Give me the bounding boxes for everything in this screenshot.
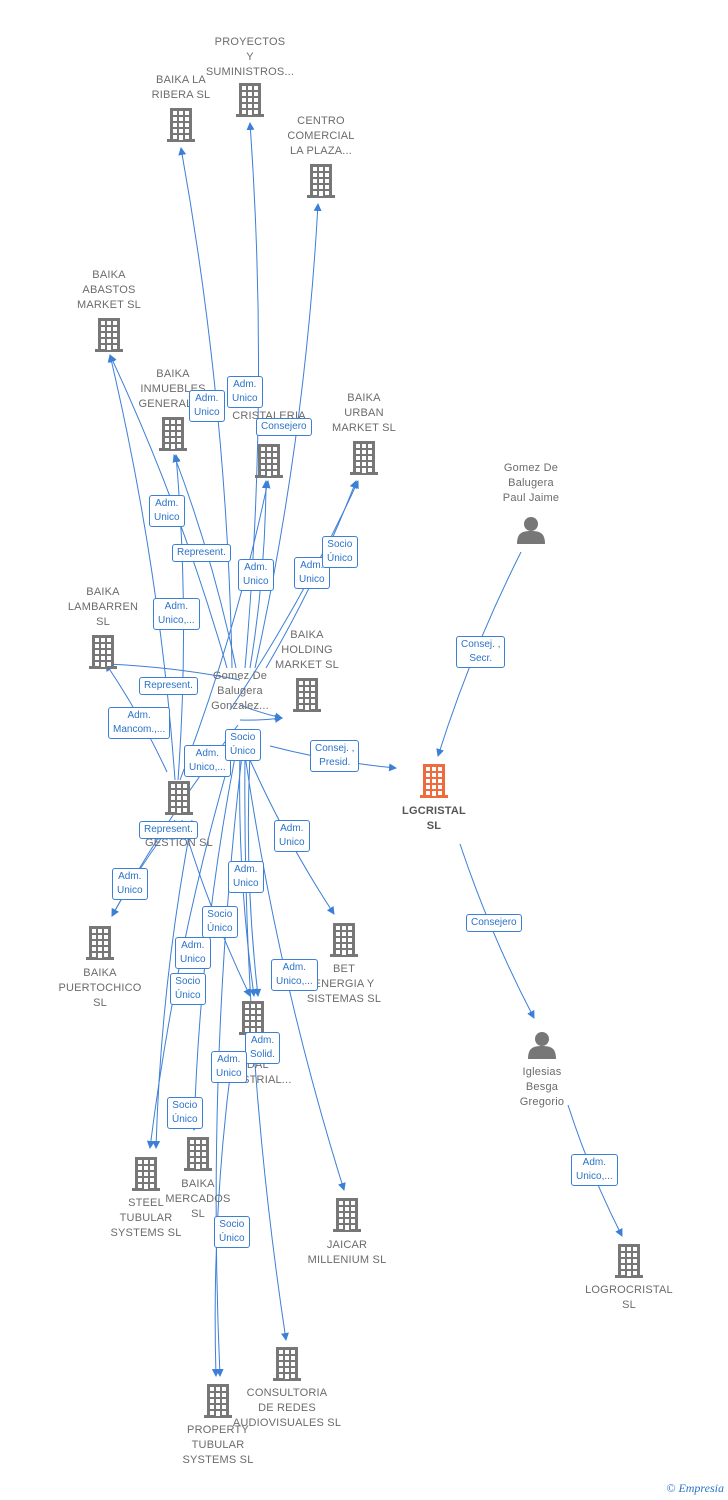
building-icon[interactable] xyxy=(204,1384,232,1423)
edge-label[interactable]: Adm. Unico,... xyxy=(271,959,318,991)
edge-label[interactable]: Adm. Unico xyxy=(274,820,310,852)
building-icon[interactable] xyxy=(239,1001,267,1040)
edge-label[interactable]: Socio Único xyxy=(214,1216,250,1248)
node-label-gestion[interactable]: GESTION SL xyxy=(144,837,214,849)
edge-label[interactable]: Adm. Solid. xyxy=(245,1032,281,1064)
edge-label[interactable]: Socio Único xyxy=(170,973,206,1005)
node-label-proyectos[interactable]: PROYECTOS Y SUMINISTROS... xyxy=(205,36,295,78)
person-icon[interactable] xyxy=(517,516,545,549)
node-label-baika-lambarren[interactable]: BAIKA LAMBARREN SL xyxy=(67,586,139,628)
edge-label[interactable]: Represent. xyxy=(172,544,231,562)
edge-label[interactable]: Represent. xyxy=(139,821,198,839)
building-icon[interactable] xyxy=(95,318,123,357)
edge-label[interactable]: Adm. Unico xyxy=(227,376,263,408)
relationship-edge xyxy=(254,203,322,669)
building-icon[interactable] xyxy=(86,926,114,965)
edge-label[interactable]: Adm. Unico xyxy=(228,861,264,893)
building-icon[interactable] xyxy=(307,164,335,203)
edge-label[interactable]: Adm. Unico xyxy=(149,495,185,527)
relationship-edge xyxy=(105,660,241,681)
edge-label[interactable]: Adm. Unico xyxy=(294,557,330,589)
edge-label[interactable]: Socio Único xyxy=(225,729,261,761)
edge-label[interactable]: Socio Único xyxy=(202,906,238,938)
building-icon[interactable] xyxy=(273,1347,301,1386)
node-label-baika-ribera[interactable]: BAIKA LA RIBERA SL xyxy=(151,74,211,101)
relationship-edge xyxy=(459,843,535,1019)
building-icon[interactable] xyxy=(236,83,264,122)
person-icon[interactable] xyxy=(528,1031,556,1064)
building-icon[interactable] xyxy=(293,678,321,717)
edge-label[interactable]: Adm. Unico xyxy=(112,868,148,900)
edge-label[interactable]: Represent. xyxy=(139,677,198,695)
building-icon[interactable] xyxy=(615,1244,643,1283)
edge-label[interactable]: Adm. Unico xyxy=(189,390,225,422)
building-icon[interactable] xyxy=(159,417,187,456)
building-icon[interactable] xyxy=(420,764,448,803)
relationship-edge xyxy=(239,714,283,723)
edge-label[interactable]: Adm. Unico,... xyxy=(153,598,200,630)
building-icon[interactable] xyxy=(132,1157,160,1196)
node-label-centro-comercial[interactable]: CENTRO COMERCIAL LA PLAZA... xyxy=(287,115,355,157)
building-icon[interactable] xyxy=(350,441,378,480)
node-label-baika-holding[interactable]: BAIKA HOLDING MARKET SL xyxy=(275,629,339,671)
edge-label[interactable]: Adm. Unico xyxy=(238,559,274,591)
building-icon[interactable] xyxy=(184,1137,212,1176)
edge-label[interactable]: Adm. Unico xyxy=(175,937,211,969)
relationship-edge xyxy=(179,480,271,781)
edge-label[interactable]: Consej. , Presid. xyxy=(310,740,360,772)
node-label-baika-mercados[interactable]: BAIKA MERCADOS SL xyxy=(165,1178,231,1220)
relationship-edge xyxy=(107,354,176,781)
relationship-edge xyxy=(229,480,359,711)
building-icon[interactable] xyxy=(330,923,358,962)
building-icon[interactable] xyxy=(333,1198,361,1237)
edge-label[interactable]: Adm. Unico,... xyxy=(571,1154,618,1186)
edge-label[interactable]: Adm. Unico xyxy=(211,1051,247,1083)
relationship-edge xyxy=(152,819,193,1149)
node-label-bet-energia[interactable]: BET ENERGIA Y SISTEMAS SL xyxy=(306,963,382,1005)
edge-label[interactable]: Consej. , Secr. xyxy=(456,636,506,668)
node-label-baika-urban[interactable]: BAIKA URBAN MARKET SL xyxy=(332,392,396,434)
node-label-jaicar[interactable]: JAICAR MILLENIUM SL xyxy=(307,1239,387,1266)
edge-label[interactable]: Consejero xyxy=(466,914,522,932)
node-label-lgcristal[interactable]: LGCRISTAL SL xyxy=(402,805,466,832)
building-icon[interactable] xyxy=(165,781,193,820)
node-label-gomez-paul[interactable]: Gomez De Balugera Paul Jaime xyxy=(502,462,560,504)
copyright-symbol: © xyxy=(666,1481,676,1495)
edge-label[interactable]: Adm. Mancom.,... xyxy=(108,707,171,739)
building-icon[interactable] xyxy=(89,635,117,674)
node-label-baika-abastos[interactable]: BAIKA ABASTOS MARKET SL xyxy=(77,269,141,311)
brand-name: Empresia xyxy=(678,1481,724,1495)
node-label-logrocristal[interactable]: LOGROCRISTAL SL xyxy=(585,1284,673,1311)
brand-logo: © Empresia xyxy=(666,1481,724,1496)
edge-label[interactable]: Socio Único xyxy=(167,1097,203,1129)
edge-label[interactable]: Socio Único xyxy=(322,536,358,568)
edge-label[interactable]: Consejero xyxy=(256,418,312,436)
node-label-steel-tubular[interactable]: STEEL TUBULAR SYSTEMS SL xyxy=(110,1197,182,1239)
building-icon[interactable] xyxy=(255,444,283,483)
node-label-consultoria[interactable]: CONSULTORIA DE REDES AUDIOVISUALES SL xyxy=(232,1387,342,1429)
building-icon[interactable] xyxy=(167,108,195,147)
node-label-gomez-gonzalez[interactable]: Gomez De Balugera Gonzalez... xyxy=(211,670,269,712)
node-label-baika-puertochico[interactable]: BAIKA PUERTOCHICO SL xyxy=(58,967,142,1009)
node-label-iglesias[interactable]: Iglesias Besga Gregorio xyxy=(519,1066,565,1108)
node-label-property-tubular[interactable]: PROPERTY TUBULAR SYSTEMS SL xyxy=(182,1424,254,1466)
edge-label[interactable]: Adm. Unico,... xyxy=(184,745,231,777)
